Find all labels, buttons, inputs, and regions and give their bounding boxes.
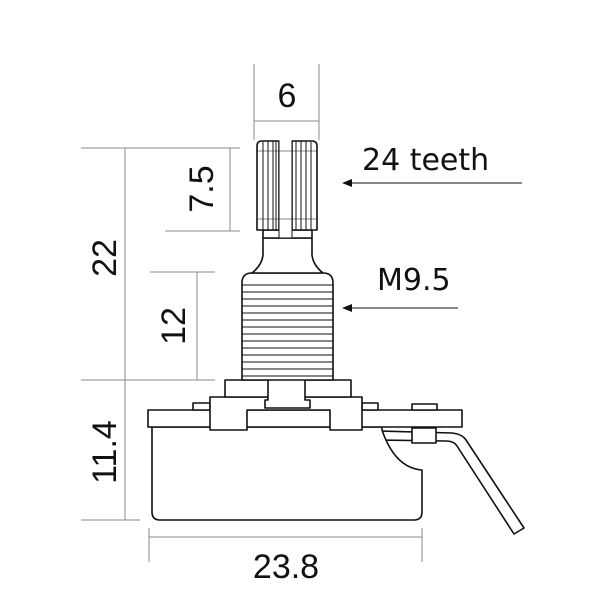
arrow-teeth — [342, 179, 522, 187]
terminal-clip — [411, 427, 437, 444]
arrow-thread — [342, 304, 458, 312]
dim-total-shaft-height: 22 — [86, 239, 124, 277]
dim-body-height: 11.4 — [86, 420, 124, 484]
dim-shaft-width: 6 — [278, 77, 297, 115]
dim-thread-length: 12 — [155, 307, 193, 345]
can-body — [151, 426, 423, 521]
shaft-neck — [251, 237, 324, 274]
terminal-lug — [379, 430, 525, 535]
callout-thread: M9.5 — [377, 263, 451, 298]
callout-teeth: 24 teeth — [362, 143, 489, 178]
potentiometer — [147, 140, 525, 535]
dim-body-width: 23.8 — [253, 548, 319, 586]
thread-lines — [242, 284, 333, 377]
knurled-shaft — [256, 140, 318, 239]
dimension-lines — [81, 64, 423, 562]
dim-knurl-length: 7.5 — [183, 165, 221, 212]
